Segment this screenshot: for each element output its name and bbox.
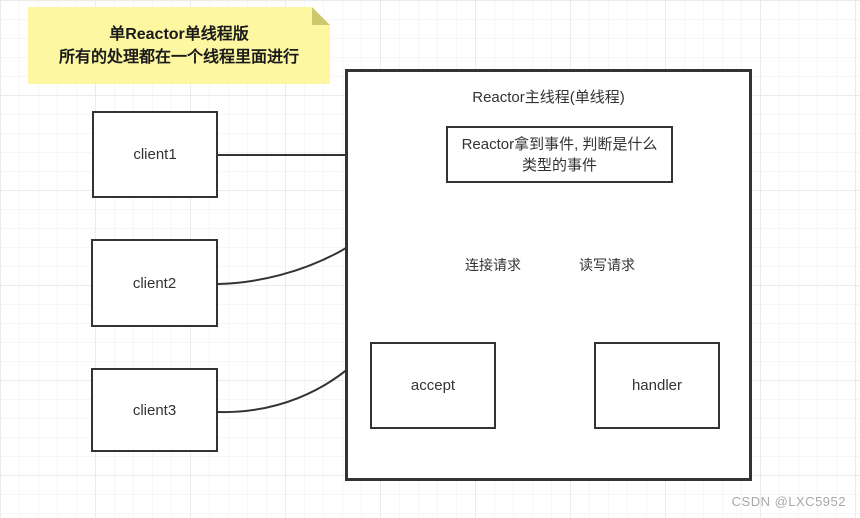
csdn-watermark: CSDN @LXC5952	[731, 494, 846, 509]
node-handler-label: handler	[631, 377, 683, 394]
node-client2-label: client2	[132, 274, 177, 292]
node-client1: client1	[92, 111, 218, 198]
sticky-note-line2: 所有的处理都在一个线程里面进行	[58, 48, 299, 66]
sticky-note: 单Reactor单线程版 所有的处理都在一个线程里面进行	[28, 7, 330, 84]
node-handler: handler	[594, 342, 720, 429]
node-accept: accept	[370, 342, 496, 429]
node-client3-label: client3	[132, 401, 177, 419]
node-dispatcher-label: Reactor拿到事件, 判断是什么类型的事件	[461, 135, 658, 174]
sticky-note-line1: 单Reactor单线程版	[109, 25, 249, 43]
node-client3: client3	[91, 368, 218, 452]
sticky-note-fold-corner	[312, 7, 330, 25]
node-accept-label: accept	[410, 377, 456, 394]
edge-label-connection-request: 连接请求	[463, 257, 523, 274]
node-client1-label: client1	[133, 146, 177, 163]
edge-label-readwrite-request: 读写请求	[577, 257, 637, 274]
node-dispatcher: Reactor拿到事件, 判断是什么类型的事件	[446, 126, 673, 183]
node-client2: client2	[91, 239, 218, 327]
reactor-main-thread-title: Reactor主线程(单线程)	[472, 89, 625, 106]
